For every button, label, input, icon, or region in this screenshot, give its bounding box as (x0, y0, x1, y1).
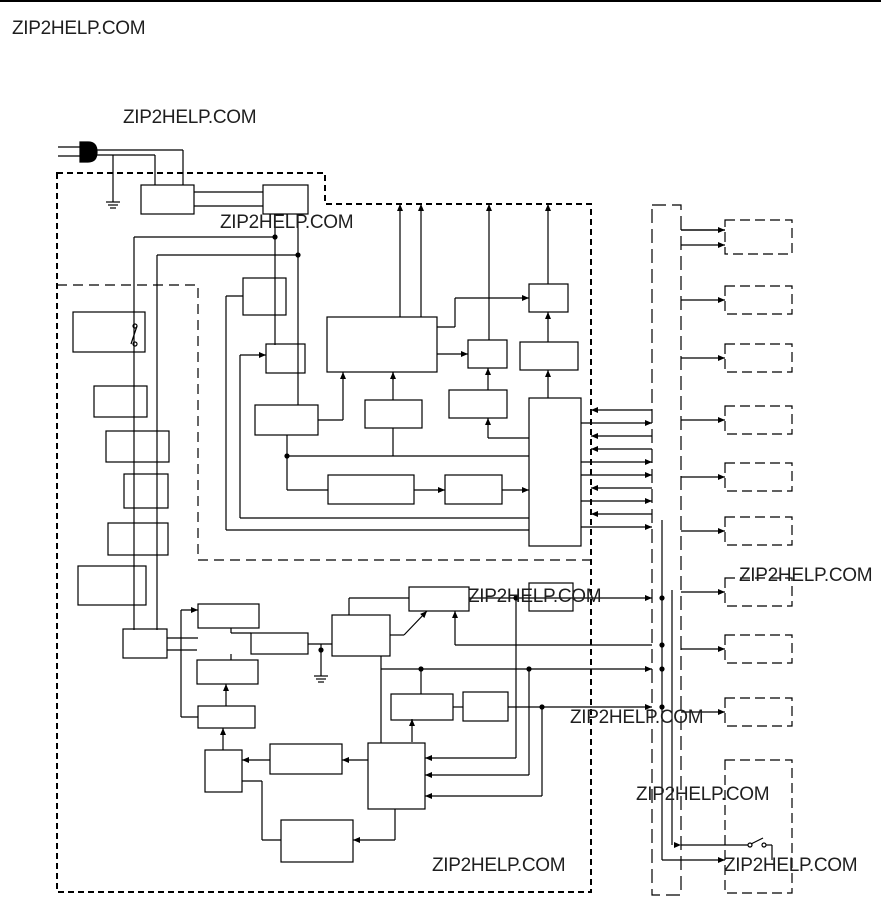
inner-block-j (444, 474, 503, 505)
inner-block-b (265, 343, 306, 374)
left-block-3 (123, 473, 169, 509)
watermark-text: ZIP2HELP.COM (570, 707, 704, 728)
lower-block-5 (197, 705, 256, 729)
lower-block-14 (280, 819, 354, 863)
external-unit-6 (724, 516, 793, 546)
external-unit-10 (724, 759, 793, 894)
switch-block (72, 311, 146, 353)
lower-block-12 (204, 749, 243, 793)
external-unit-1 (724, 219, 793, 255)
watermark-text: ZIP2HELP.COM (220, 212, 354, 233)
watermark-text: ZIP2HELP.COM (432, 855, 566, 876)
inner-block-g (528, 283, 569, 313)
watermark-text: ZIP2HELP.COM (12, 18, 146, 39)
external-unit-7 (724, 577, 793, 607)
lower-block-1 (122, 628, 168, 659)
watermark-text: ZIP2HELP.COM (636, 784, 770, 805)
external-unit-2 (724, 285, 793, 315)
lower-block-9 (390, 693, 454, 721)
left-block-5 (77, 565, 147, 606)
inner-block-i (327, 474, 415, 505)
external-switch-icon (662, 837, 773, 863)
watermark-text: ZIP2HELP.COM (123, 107, 257, 128)
external-unit-4 (724, 405, 793, 435)
inner-enclosure-outline (57, 284, 591, 561)
inner-block-c (254, 404, 319, 436)
inner-block-h (519, 341, 579, 371)
lower-block-11 (269, 743, 343, 775)
left-block-1 (93, 385, 148, 418)
main-enclosure-outline (56, 172, 592, 893)
external-unit-5 (724, 462, 793, 492)
main-processor-block (326, 316, 438, 373)
lower-block-10 (462, 691, 509, 722)
power-supply-block (262, 184, 309, 215)
inner-block-a (242, 277, 287, 316)
lower-block-7 (408, 586, 470, 612)
inner-block-d (364, 399, 423, 429)
inner-block-e (467, 339, 508, 369)
lower-block-3 (250, 632, 309, 655)
page-top-rule (0, 0, 881, 2)
lower-block-6 (331, 614, 391, 657)
left-block-2 (105, 430, 170, 463)
watermark-text: ZIP2HELP.COM (468, 586, 602, 607)
inner-block-f (448, 389, 508, 419)
connector-column (651, 204, 682, 896)
external-unit-3 (724, 343, 793, 373)
interface-block (528, 397, 582, 547)
external-unit-9 (724, 697, 793, 727)
left-block-4 (107, 522, 169, 556)
lower-block-13 (367, 742, 426, 810)
lower-block-4 (196, 659, 259, 685)
power-plug-icon (58, 141, 184, 185)
watermark-text: ZIP2HELP.COM (739, 565, 873, 586)
lower-block-2 (197, 603, 260, 629)
lower-block-8 (528, 582, 574, 612)
external-unit-8 (724, 634, 793, 664)
watermark-text: ZIP2HELP.COM (724, 855, 858, 876)
power-filter-block (140, 184, 195, 215)
ground-symbol-icon (106, 155, 120, 209)
